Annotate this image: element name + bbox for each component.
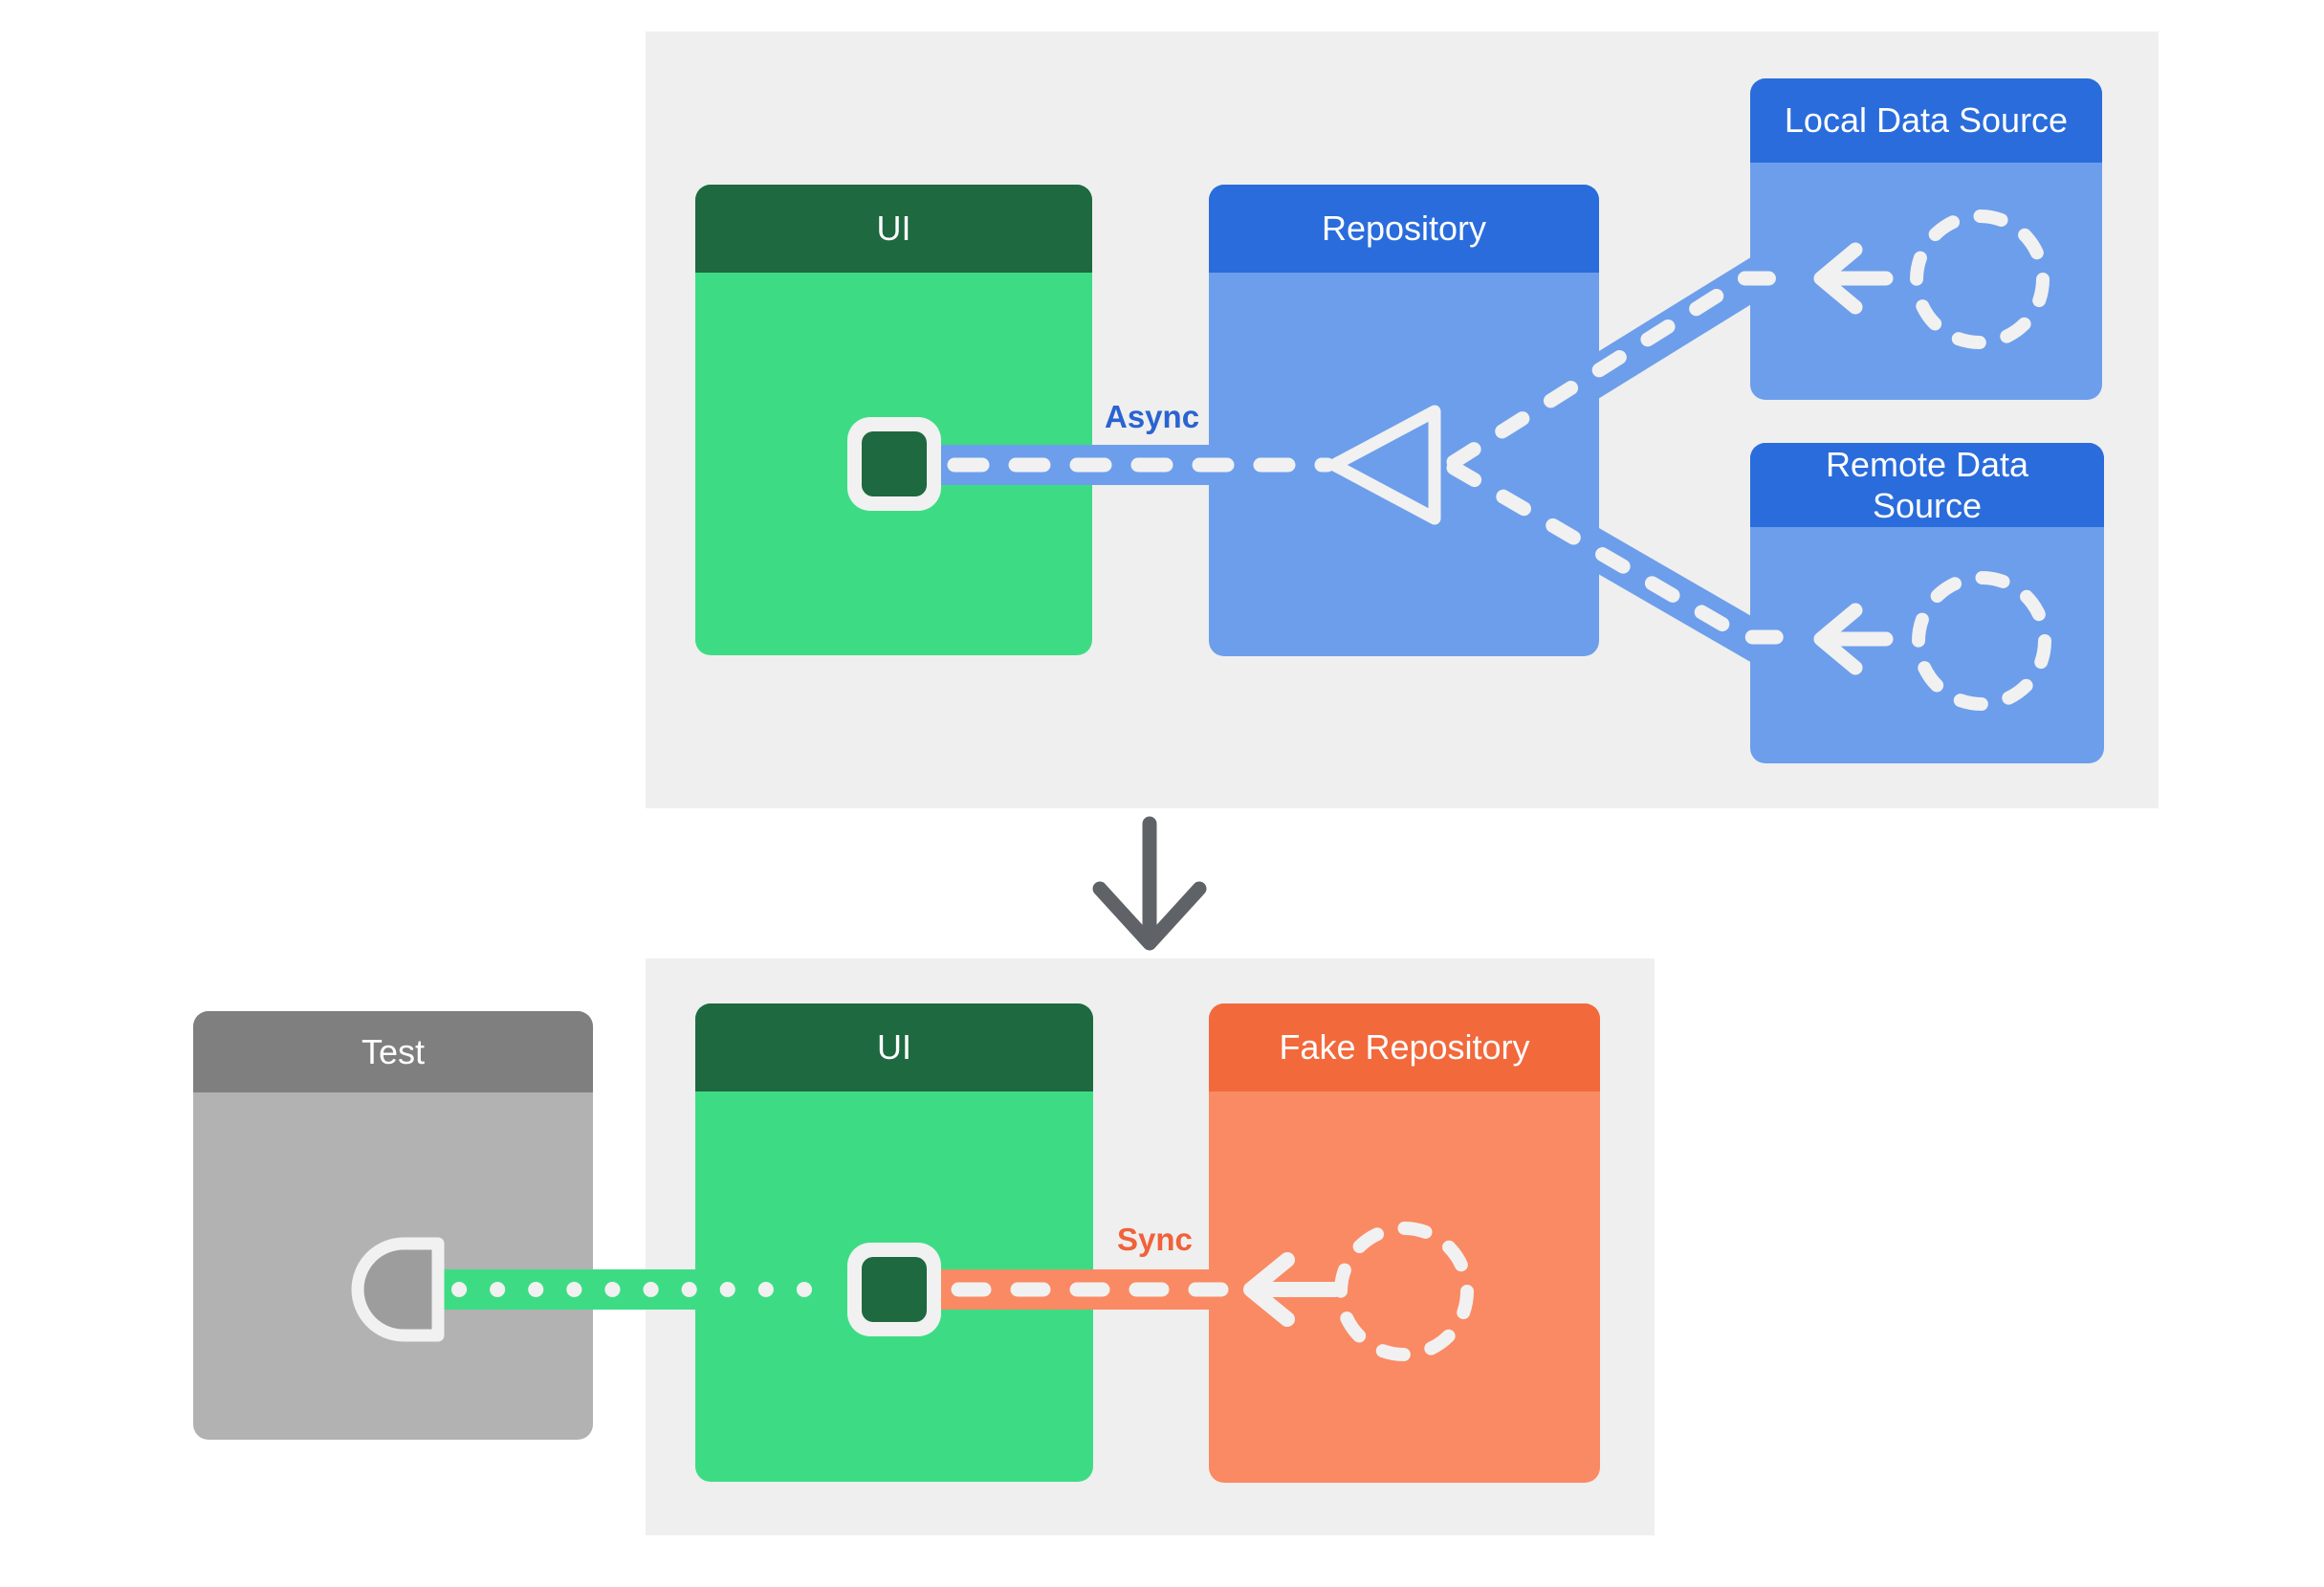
ui-card: UI: [695, 185, 1092, 655]
arrow-left-head-icon: [1813, 603, 1863, 675]
repository-card-title: Repository: [1321, 209, 1487, 249]
arrow-down-head-icon: [1092, 881, 1207, 951]
arrow-left-head-icon: [1813, 242, 1863, 315]
ui-card-test-flow-title: UI: [877, 1027, 911, 1068]
ui-card-header: UI: [695, 185, 1092, 273]
dashed-circle-data-stream-icon: [1910, 209, 2050, 349]
remote-source-dashed-stream: [1446, 460, 1794, 645]
remote-data-source-title: Remote Data Source: [1825, 444, 2029, 525]
test-card: Test: [193, 1011, 593, 1440]
test-card-title: Test: [361, 1031, 426, 1071]
dashed-circle-data-stream-icon: [1912, 571, 2051, 711]
ui-card-title: UI: [876, 209, 911, 249]
fake-repository-title: Fake Repository: [1279, 1027, 1530, 1068]
remote-data-source-card: Remote Data Source: [1750, 443, 2104, 763]
ui-state-square-fill: [862, 1257, 927, 1322]
ui-state-square-fill: [862, 431, 927, 496]
repository-card-header: Repository: [1209, 185, 1599, 273]
remote-data-source-header: Remote Data Source: [1750, 443, 2104, 527]
local-data-source-card: Local Data Source: [1750, 78, 2102, 400]
local-data-source-header: Local Data Source: [1750, 78, 2102, 163]
fake-repository-card: Fake Repository: [1209, 1003, 1600, 1483]
arrow-left-head-icon: [1243, 1252, 1295, 1327]
test-card-header: Test: [193, 1011, 593, 1092]
local-data-source-title: Local Data Source: [1784, 100, 2069, 141]
fake-repository-header: Fake Repository: [1209, 1003, 1600, 1091]
ui-state-square-icon: [847, 1243, 941, 1336]
dashed-circle-data-stream-icon: [1334, 1222, 1474, 1361]
local-source-dashed-stream: [1446, 271, 1794, 470]
ui-card-test-flow-header: UI: [695, 1003, 1093, 1091]
socket-half-circle-icon: [351, 1237, 445, 1342]
sync-flow-label: Sync: [1117, 1222, 1193, 1257]
ui-state-square-icon: [847, 417, 941, 511]
triangle-collector-icon: [1327, 405, 1441, 525]
async-flow-label: Async: [1105, 399, 1200, 434]
